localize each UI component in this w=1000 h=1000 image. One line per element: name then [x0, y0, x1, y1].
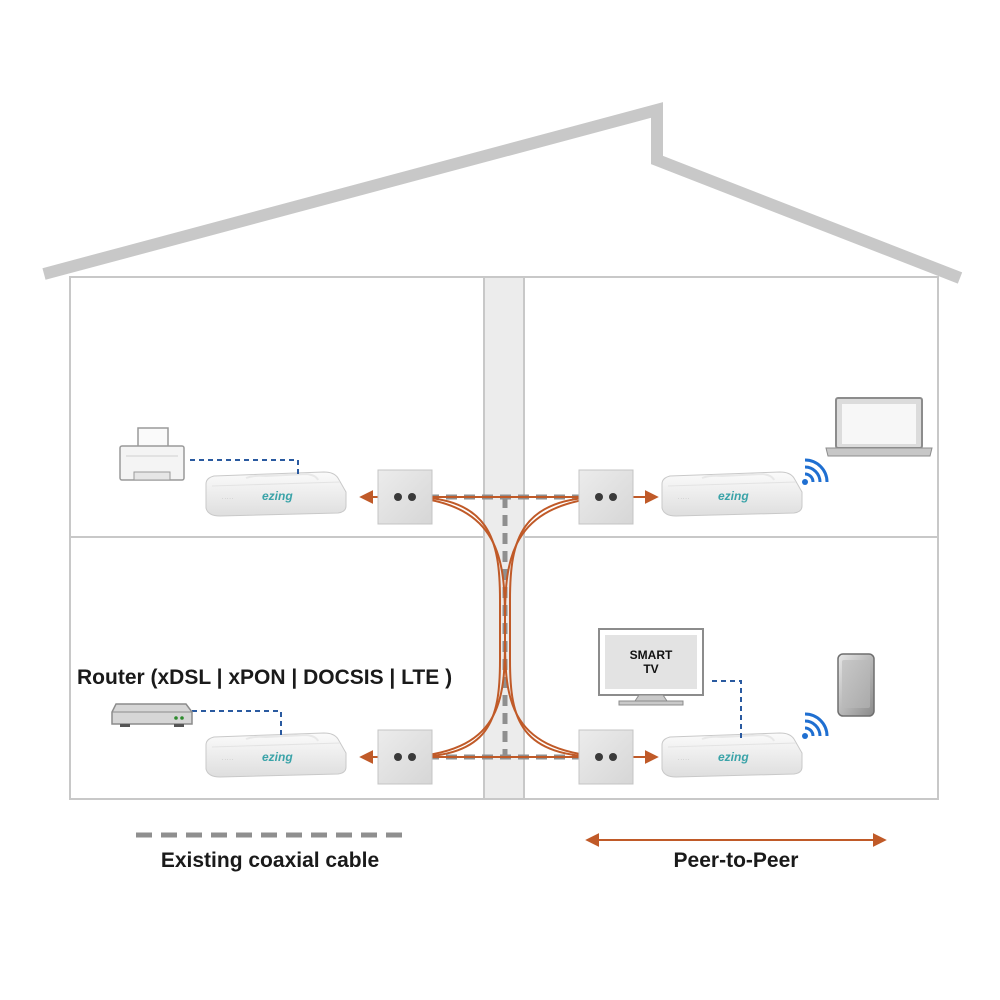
legend-coax-label: Existing coaxial cable — [161, 849, 379, 872]
wall-outlet-icon — [377, 469, 433, 525]
laptop-icon — [825, 397, 933, 457]
tv-icon: SMART TV — [598, 628, 704, 706]
coax-adapter-icon: · · · · · ezing — [205, 471, 347, 517]
house — [42, 102, 963, 800]
svg-text:· · · · ·: · · · · · — [222, 757, 233, 762]
smartphone-icon — [837, 653, 875, 717]
router-label: Router (xDSL | xPON | DOCSIS | LTE ) — [77, 666, 452, 689]
wifi-icon — [800, 458, 829, 487]
legend-p2p-label: Peer-to-Peer — [674, 849, 799, 872]
wall-outlet-icon — [578, 469, 634, 525]
tv-label-line1: SMART — [630, 648, 673, 662]
coax-adapter-icon: · · · · · ezing — [205, 732, 347, 778]
legend: Existing coaxial cable Peer-to-Peer — [136, 832, 887, 872]
roof — [42, 102, 963, 284]
wifi-icon — [800, 712, 829, 741]
adapter-brand: ezing — [262, 489, 293, 503]
tv-label-line2: TV — [643, 662, 658, 676]
adapter-brand: ezing — [718, 489, 749, 503]
router-icon — [111, 703, 193, 727]
adapter-brand: ezing — [718, 750, 749, 764]
wall-outlet-icon — [377, 729, 433, 785]
svg-text:· · · · ·: · · · · · — [678, 757, 689, 762]
wall-outlet-icon — [578, 729, 634, 785]
printer-icon — [119, 427, 185, 481]
adapter-small-text: · · · · · — [222, 496, 233, 501]
adapter-brand: ezing — [262, 750, 293, 764]
device-wires — [190, 459, 742, 738]
coax-adapter-icon: · · · · · ezing — [661, 732, 803, 778]
svg-text:· · · · ·: · · · · · — [678, 496, 689, 501]
coax-adapter-icon: · · · · · ezing — [661, 471, 803, 517]
